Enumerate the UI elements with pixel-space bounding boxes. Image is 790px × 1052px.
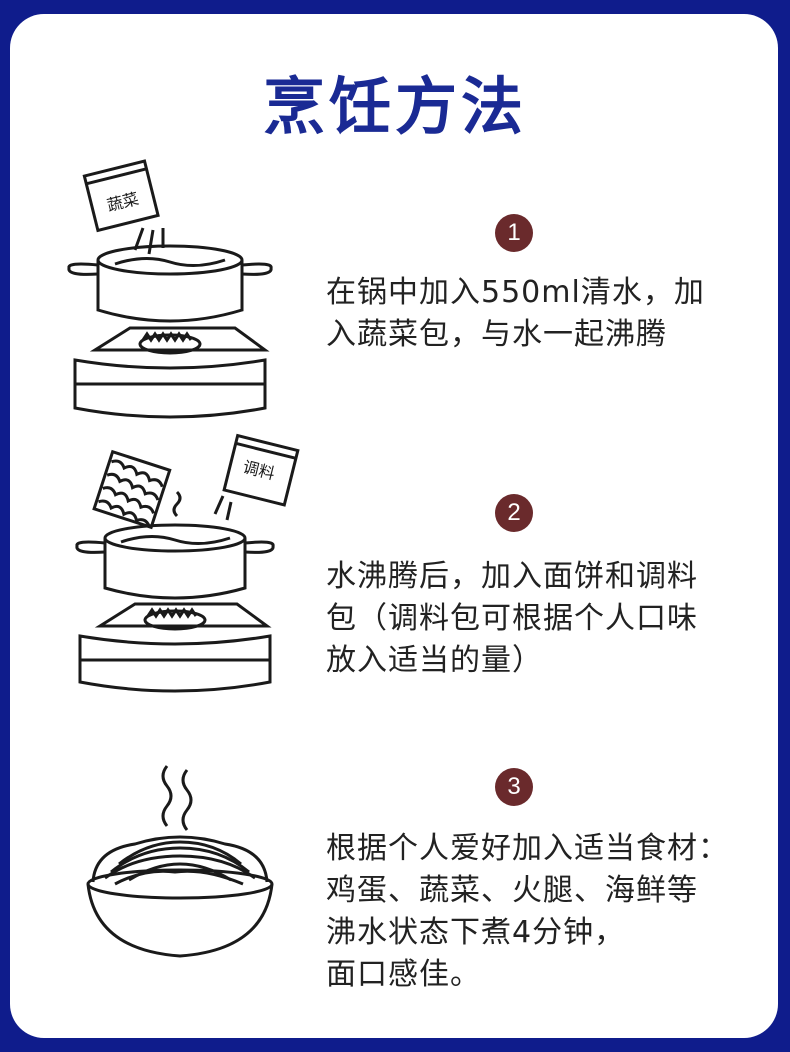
step-3-text: 根据个人爱好加入适当食材： 鸡蛋、蔬菜、火腿、海鲜等 沸水状态下煮4分钟， 面口… [326,828,766,996]
page-title: 烹饪方法 [262,70,527,143]
step-1-text: 在锅中加入550ml清水，加 入蔬菜包，与水一起沸腾 [326,272,766,356]
step-1-line-2: 入蔬菜包，与水一起沸腾 [326,317,667,352]
step-2-line-2: 包（调料包可根据个人口味 [326,601,698,636]
pot-on-stove-icon: 蔬菜 [67,159,273,419]
step-3-line-2: 鸡蛋、蔬菜、火腿、海鲜等 [326,873,698,908]
step-number-3: 3 [495,768,533,806]
pot-noodle-seasoning-icon: 调料 [75,433,300,693]
step-number-1: 1 [495,214,533,252]
step-2-line-3: 放入适当的量） [326,643,543,678]
step-2-text: 水沸腾后，加入面饼和调料 包（调料包可根据个人口味 放入适当的量） [326,556,766,682]
step-number-2: 2 [495,494,533,532]
step-3-line-3: 沸水状态下煮4分钟， [326,915,626,950]
noodle-bowl-icon [86,765,274,958]
step-3-line-4: 面口感佳。 [326,957,481,992]
step-3-line-1: 根据个人爱好加入适当食材： [326,831,729,866]
step-2-line-1: 水沸腾后，加入面饼和调料 [326,559,698,594]
step-1-line-1: 在锅中加入550ml清水，加 [326,275,705,310]
